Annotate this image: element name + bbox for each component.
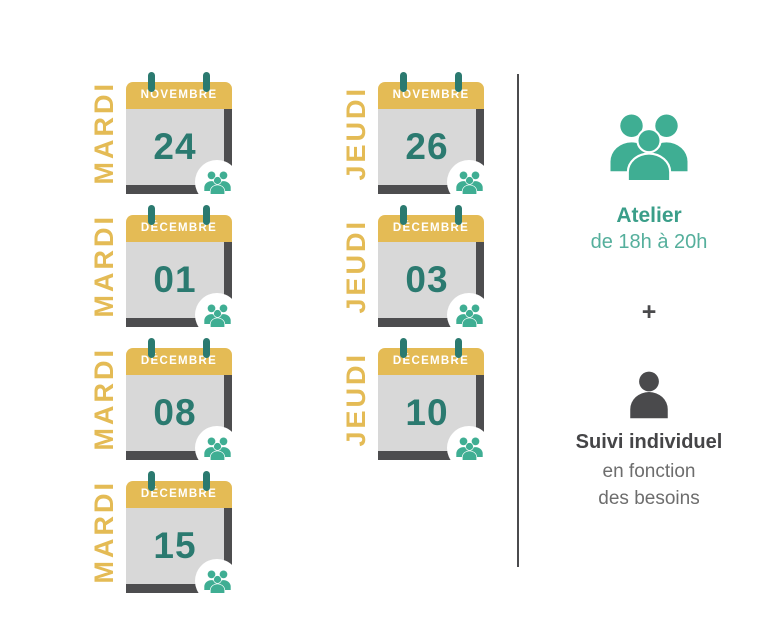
calendar-card: DÉCEMBRE 15 xyxy=(126,471,239,603)
day-label-box: MARDI xyxy=(84,338,124,460)
calendar-pin-left-icon xyxy=(148,471,155,491)
calendar-body: 03 xyxy=(378,242,484,327)
group-icon xyxy=(203,303,232,327)
plus-sign: + xyxy=(641,298,657,326)
calendar-pin-right-icon xyxy=(203,471,210,491)
calendar-card: DÉCEMBRE 03 xyxy=(378,205,491,337)
attendees-badge xyxy=(195,559,239,603)
day-label: MARDI xyxy=(88,480,119,584)
group-icon xyxy=(607,110,691,180)
followup-line: des besoins xyxy=(598,487,700,509)
calendar-pin-right-icon xyxy=(203,72,210,92)
followup-line: en fonction xyxy=(602,461,696,482)
calendar-date: 01 xyxy=(153,259,197,300)
calendar-month: DÉCEMBRE xyxy=(378,215,484,242)
day-label: JEUDI xyxy=(340,351,371,447)
calendar-date: 15 xyxy=(153,525,197,566)
day-label: MARDI xyxy=(88,81,119,185)
calendar-date: 08 xyxy=(153,392,197,433)
calendar-pin-left-icon xyxy=(400,205,407,225)
calendar-row: MARDI DÉCEMBRE 15 xyxy=(84,471,239,603)
day-label-box: MARDI xyxy=(84,205,124,327)
followup-title: Suivi individuel xyxy=(575,431,723,453)
calendar-pin-left-icon xyxy=(400,72,407,92)
calendar-pin-left-icon xyxy=(148,205,155,225)
day-label-box: JEUDI xyxy=(336,72,376,194)
group-icon xyxy=(203,170,232,194)
attendees-badge xyxy=(195,426,239,470)
calendar-pin-left-icon xyxy=(148,72,155,92)
attendees-badge xyxy=(195,160,239,204)
calendar-month: NOVEMBRE xyxy=(378,82,484,109)
calendar-card: NOVEMBRE 26 xyxy=(378,72,491,204)
workshop-time: de 18h à 20h xyxy=(590,231,708,253)
attendees-badge xyxy=(447,426,491,470)
day-label: MARDI xyxy=(88,214,119,318)
calendar-row: MARDI NOVEMBRE 24 xyxy=(84,72,239,204)
calendar-pin-left-icon xyxy=(148,338,155,358)
day-label: MARDI xyxy=(88,347,119,451)
calendar-month: NOVEMBRE xyxy=(126,82,232,109)
calendar-card: NOVEMBRE 24 xyxy=(126,72,239,204)
calendar-row: MARDI DÉCEMBRE 01 xyxy=(84,205,239,337)
calendar-pin-right-icon xyxy=(203,338,210,358)
mardi-column: MARDI NOVEMBRE 24 MARDI DÉCEMB xyxy=(84,72,239,604)
person-icon xyxy=(628,371,670,419)
calendar-card: DÉCEMBRE 08 xyxy=(126,338,239,470)
calendar-pin-left-icon xyxy=(400,338,407,358)
calendar-month: DÉCEMBRE xyxy=(126,215,232,242)
attendees-badge xyxy=(447,160,491,204)
group-icon xyxy=(203,569,232,593)
calendar-row: MARDI DÉCEMBRE 08 xyxy=(84,338,239,470)
group-icon xyxy=(455,436,484,460)
calendar-month: DÉCEMBRE xyxy=(126,481,232,508)
calendar-card: DÉCEMBRE 10 xyxy=(378,338,491,470)
day-label-box: JEUDI xyxy=(336,205,376,327)
calendar-date: 24 xyxy=(153,126,197,167)
workshop-title: Atelier xyxy=(616,204,682,227)
calendar-body: 01 xyxy=(126,242,232,327)
calendar-month: DÉCEMBRE xyxy=(378,348,484,375)
group-icon xyxy=(455,170,484,194)
calendar-card: DÉCEMBRE 01 xyxy=(126,205,239,337)
calendar-pin-right-icon xyxy=(455,338,462,358)
calendar-month: DÉCEMBRE xyxy=(126,348,232,375)
day-label-box: MARDI xyxy=(84,471,124,593)
attendees-badge xyxy=(447,293,491,337)
day-label: JEUDI xyxy=(340,85,371,181)
calendar-body: 24 xyxy=(126,109,232,194)
calendar-row: JEUDI DÉCEMBRE 03 xyxy=(336,205,491,337)
group-icon xyxy=(203,436,232,460)
calendar-pin-right-icon xyxy=(455,205,462,225)
calendar-row: JEUDI NOVEMBRE 26 xyxy=(336,72,491,204)
calendar-row: JEUDI DÉCEMBRE 10 xyxy=(336,338,491,470)
jeudi-column: JEUDI NOVEMBRE 26 JEUDI DÉCEMB xyxy=(336,72,491,471)
day-label-box: JEUDI xyxy=(336,338,376,460)
attendees-badge xyxy=(195,293,239,337)
vertical-divider xyxy=(517,74,519,567)
calendar-date: 03 xyxy=(405,259,449,300)
day-label: JEUDI xyxy=(340,218,371,314)
calendar-pin-right-icon xyxy=(455,72,462,92)
side-panel: Atelier de 18h à 20h + Suivi individuel … xyxy=(540,84,758,512)
calendar-date: 26 xyxy=(405,126,449,167)
calendar-pin-right-icon xyxy=(203,205,210,225)
day-label-box: MARDI xyxy=(84,72,124,194)
group-icon xyxy=(455,303,484,327)
calendar-date: 10 xyxy=(405,392,449,433)
